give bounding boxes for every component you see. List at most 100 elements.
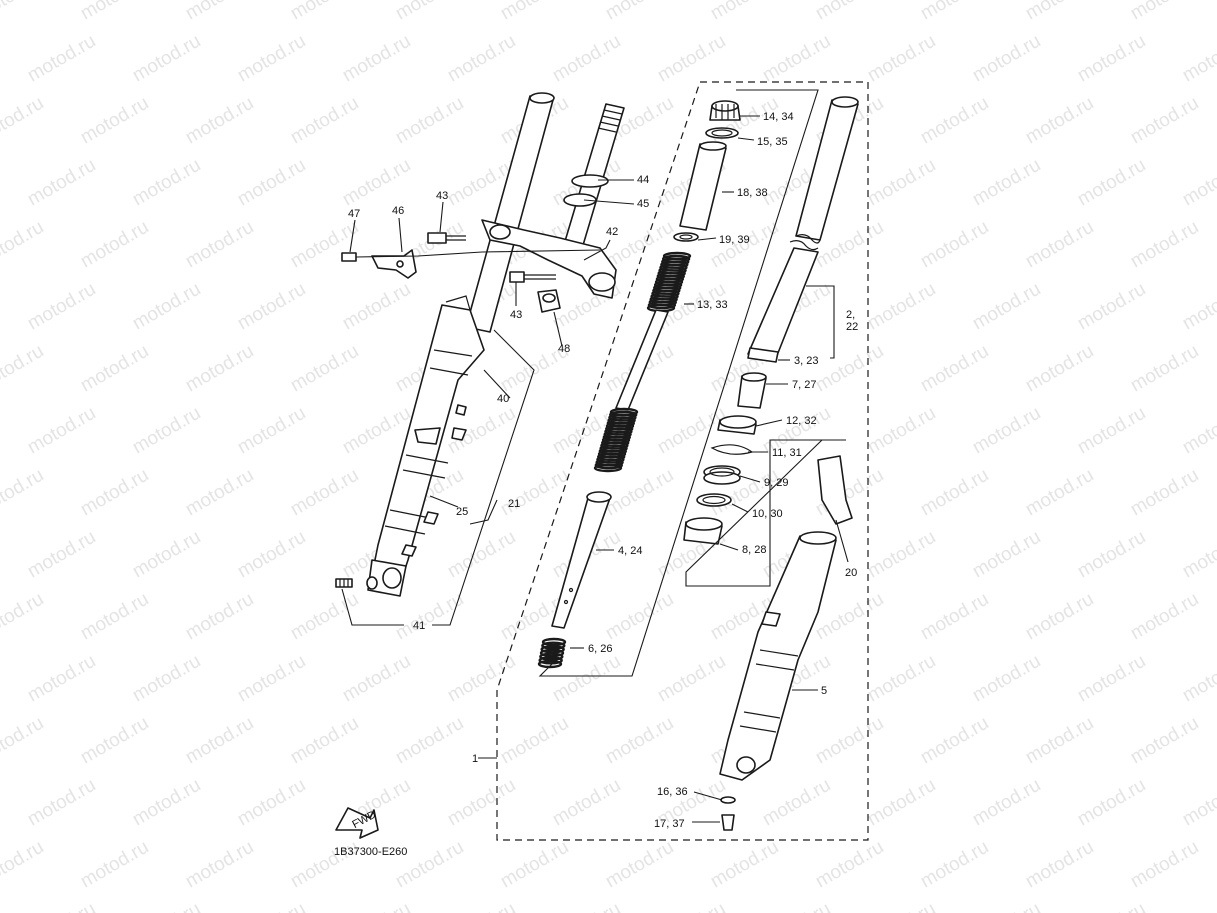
callout-14-34: 14, 34 — [763, 111, 794, 123]
watermark-text: motod.ru — [77, 341, 152, 397]
watermark-text: motod.ru — [759, 775, 834, 831]
watermark-text: motod.ru — [339, 31, 414, 87]
watermark-text: motod.ru — [759, 899, 834, 913]
watermark-text: motod.ru — [77, 837, 152, 893]
watermark-text: motod.ru — [969, 31, 1044, 87]
callout-46: 46 — [392, 205, 404, 217]
watermark-text: motod.ru — [1127, 465, 1202, 521]
watermark-text: motod.ru — [1022, 93, 1097, 149]
callout-19-39: 19, 39 — [719, 234, 750, 246]
watermark-text: motod.ru — [602, 713, 677, 769]
watermark-text: motod.ru — [864, 155, 939, 211]
washer-16 — [720, 796, 736, 804]
watermark-text: motod.ru — [24, 155, 99, 211]
watermark-text: motod.ru — [1074, 279, 1149, 335]
watermark-text: motod.ru — [77, 93, 152, 149]
outer-tube-left — [369, 304, 485, 591]
watermark-text: motod.ru — [339, 651, 414, 707]
diagram-code: 1B37300-E260 — [334, 846, 407, 858]
callout-6-26: 6, 26 — [588, 643, 612, 655]
watermark-text: motod.ru — [0, 589, 47, 645]
watermark-text: motod.ru — [339, 279, 414, 335]
watermark-text: motod.ru — [549, 775, 624, 831]
callout-labels: 14, 34 15, 35 44 18, 38 45 43 46 47 42 1… — [334, 111, 858, 858]
watermark-text: motod.ru — [917, 837, 992, 893]
watermark-text: motod.ru — [1179, 155, 1217, 211]
callout-4-24: 4, 24 — [618, 545, 642, 557]
fork-spring-13 — [646, 251, 692, 313]
watermark-text: motod.ru — [0, 465, 47, 521]
callout-45: 45 — [637, 198, 649, 210]
watermark-text: motod.ru — [917, 465, 992, 521]
callout-7-27: 7, 27 — [792, 379, 816, 391]
watermark-text: motod.ru — [234, 279, 309, 335]
watermark-text: motod.ru — [917, 589, 992, 645]
outer-tube-right — [719, 535, 837, 781]
watermark-text: motod.ru — [444, 775, 519, 831]
watermark-text: motod.ru — [497, 0, 572, 24]
watermark-text: motod.ru — [24, 651, 99, 707]
spring-coil — [594, 461, 623, 470]
watermark-text: motod.ru — [24, 31, 99, 87]
watermark-text: motod.ru — [24, 527, 99, 583]
watermark-text: motod.ru — [287, 837, 362, 893]
watermark-text: motod.ru — [287, 93, 362, 149]
watermark-text: motod.ru — [182, 341, 257, 397]
callout-12-32: 12, 32 — [786, 415, 817, 427]
watermark-text: motod.ru — [392, 589, 467, 645]
watermark-text: motod.ru — [549, 31, 624, 87]
watermark-text: motod.ru — [234, 651, 309, 707]
watermark-text: motod.ru — [864, 775, 939, 831]
watermark-text: motod.ru — [129, 899, 204, 913]
watermark-text: motod.ru — [24, 279, 99, 335]
spring-coil — [541, 637, 567, 647]
watermark-text: motod.ru — [1179, 403, 1217, 459]
clip-11 — [710, 444, 754, 455]
watermark-text: motod.ru — [812, 0, 887, 24]
watermark-text: motod.ru — [1022, 0, 1097, 24]
watermark-text: motod.ru — [77, 589, 152, 645]
watermark-text: motod.ru — [812, 341, 887, 397]
watermark-text: motod.ru — [602, 465, 677, 521]
watermark-text: motod.ru — [602, 0, 677, 24]
watermark-text: motod.ru — [917, 341, 992, 397]
spring-6 — [537, 637, 567, 669]
washer-19 — [673, 232, 699, 242]
watermark-text: motod.ru — [287, 0, 362, 24]
left-fork-assembly — [335, 92, 625, 597]
callout-16-36: 16, 36 — [657, 786, 688, 798]
watermark-text: motod.ru — [917, 713, 992, 769]
watermark-text: motod.ru — [234, 899, 309, 913]
watermark-text: motod.ru — [917, 0, 992, 24]
spring-coil — [540, 645, 565, 654]
watermark-text: motod.ru — [77, 713, 152, 769]
watermark-text: motod.ru — [0, 93, 47, 149]
watermark-text: motod.ru — [864, 651, 939, 707]
watermark-text: motod.ru — [969, 775, 1044, 831]
spring-coil — [539, 652, 564, 661]
watermark-text: motod.ru — [182, 713, 257, 769]
watermark-text: motod.ru — [0, 0, 47, 24]
callout-13-33: 13, 33 — [697, 299, 728, 311]
watermark-text: motod.ru — [1074, 651, 1149, 707]
watermark-text: motod.ru — [549, 899, 624, 913]
watermark-text: motod.ru — [1022, 713, 1097, 769]
watermark-text: motod.ru — [1022, 217, 1097, 273]
spring-coil — [538, 656, 563, 665]
callout-20: 20 — [845, 567, 857, 579]
watermark-text: motod.ru — [707, 837, 782, 893]
watermark-text: motod.ru — [1022, 837, 1097, 893]
watermark-text: motod.ru — [654, 651, 729, 707]
watermark-text: motod.ru — [917, 93, 992, 149]
watermark-text: motod.ru — [1127, 217, 1202, 273]
exploded-leader-lines — [538, 89, 849, 823]
callout-48: 48 — [558, 343, 570, 355]
watermark-text: motod.ru — [0, 713, 47, 769]
watermark-text: motod.ru — [497, 837, 572, 893]
watermark-text: motod.ru — [182, 465, 257, 521]
watermark-text: motod.ru — [182, 837, 257, 893]
exploded-parts — [335, 96, 859, 839]
watermark-text: motod.ru — [1022, 465, 1097, 521]
watermark-text: motod.ru — [24, 403, 99, 459]
